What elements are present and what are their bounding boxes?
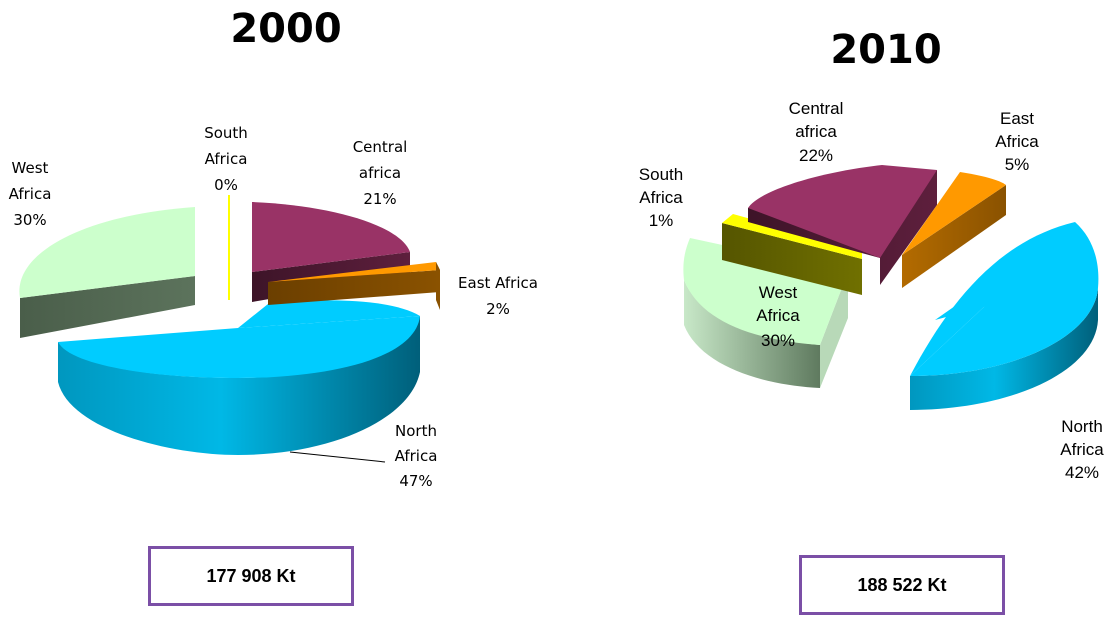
slice-label-line: 1%	[649, 211, 674, 230]
slice-label-north-africa-2010: North Africa 42%	[1060, 417, 1104, 482]
slice-label-line: Africa	[995, 132, 1039, 151]
pie-slice-north-africa-2010	[910, 222, 1099, 410]
slice-label-line: africa	[795, 122, 837, 141]
slice-label-line: 22%	[799, 146, 833, 165]
slice-label-line: 30%	[761, 331, 795, 350]
slice-label-line: Africa	[395, 447, 438, 465]
slice-label-line: Central	[353, 138, 408, 156]
slice-label-south-africa-2000: South Africa 0%	[204, 124, 248, 194]
slice-label-line: Africa	[205, 150, 248, 168]
slice-label-line: South	[204, 124, 248, 142]
pie-slice-south-africa-2010	[722, 214, 862, 295]
slice-label-line: Africa	[756, 306, 800, 325]
slice-label-line: Africa	[1060, 440, 1104, 459]
slice-label-east-africa-2010: East Africa 5%	[995, 109, 1039, 174]
slice-label-line: East Africa	[458, 274, 538, 292]
leader-line-north-africa-2000	[289, 451, 386, 463]
slice-label-south-africa-2010: South Africa 1%	[639, 165, 683, 230]
slice-label-line: 21%	[363, 190, 396, 208]
slice-label-line: Africa	[639, 188, 683, 207]
slice-label-line: West	[12, 159, 49, 177]
slice-label-north-africa-2000: North Africa 47%	[395, 422, 438, 490]
pie-slice-south-africa-2000	[228, 195, 230, 300]
slice-label-central-africa-2010: Central africa 22%	[789, 99, 844, 165]
slice-label-line: North	[395, 422, 437, 440]
slice-label-line: Central	[789, 99, 844, 118]
slice-label-line: africa	[359, 164, 401, 182]
pie-chart-2000	[19, 195, 440, 463]
pie-slice-east-africa-2000	[268, 262, 440, 310]
chart-title-2010: 2010	[830, 27, 941, 73]
pie-slice-north-africa-2000	[58, 300, 420, 455]
total-box-2000: 177 908 Kt	[148, 546, 354, 606]
pie-slice-central-africa-2010	[748, 165, 937, 285]
slice-label-east-africa-2000: East Africa 2%	[458, 274, 538, 318]
slice-label-west-africa-2010: West Africa 30%	[756, 283, 800, 350]
total-value-2000: 177 908 Kt	[206, 565, 296, 586]
slice-label-line: 47%	[399, 472, 432, 490]
slice-label-central-africa-2000: Central africa 21%	[353, 138, 408, 208]
slice-label-line: East	[1000, 109, 1034, 128]
slice-label-line: 42%	[1065, 463, 1099, 482]
slice-label-line: 30%	[13, 211, 46, 229]
chart-title-2000: 2000	[230, 6, 341, 52]
total-value-2010: 188 522 Kt	[857, 574, 947, 595]
pie-slice-west-africa-2000	[19, 207, 195, 338]
slice-label-line: South	[639, 165, 683, 184]
slice-label-line: 5%	[1005, 155, 1030, 174]
pie-chart-2010	[683, 165, 1099, 410]
slice-label-west-africa-2000: West Africa 30%	[9, 159, 52, 229]
slice-label-line: 0%	[214, 176, 238, 194]
total-box-2010: 188 522 Kt	[799, 555, 1005, 615]
pie-slice-east-africa-2010	[902, 172, 1006, 288]
slice-label-line: Africa	[9, 185, 52, 203]
slice-label-line: West	[759, 283, 798, 302]
slice-label-line: North	[1061, 417, 1103, 436]
slice-label-line: 2%	[486, 300, 510, 318]
